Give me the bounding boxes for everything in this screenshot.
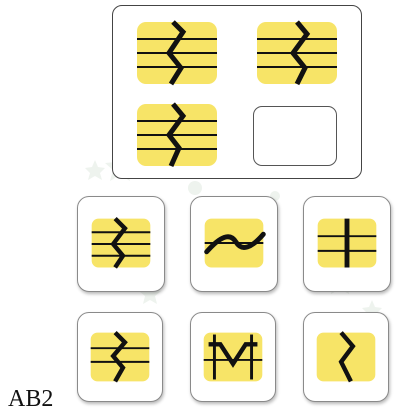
caption-label: AB2 (8, 386, 54, 412)
option-3-two-lines-vertical-bar[interactable] (303, 196, 391, 292)
option-4-two-lines-zigzag[interactable] (77, 312, 163, 402)
question-cell-top-left (133, 18, 221, 88)
question-cell-bottom-left (133, 100, 221, 170)
question-cell-top-right (253, 18, 341, 88)
question-cell-bottom-right-empty[interactable] (253, 106, 337, 166)
question-panel (112, 5, 362, 179)
option-6-zigzag-only[interactable] (303, 312, 389, 402)
option-1-three-lines-zigzag[interactable] (77, 196, 165, 292)
option-5-one-line-zigzag-ticks[interactable] (190, 312, 276, 402)
option-2-one-line-wave[interactable] (190, 196, 278, 292)
